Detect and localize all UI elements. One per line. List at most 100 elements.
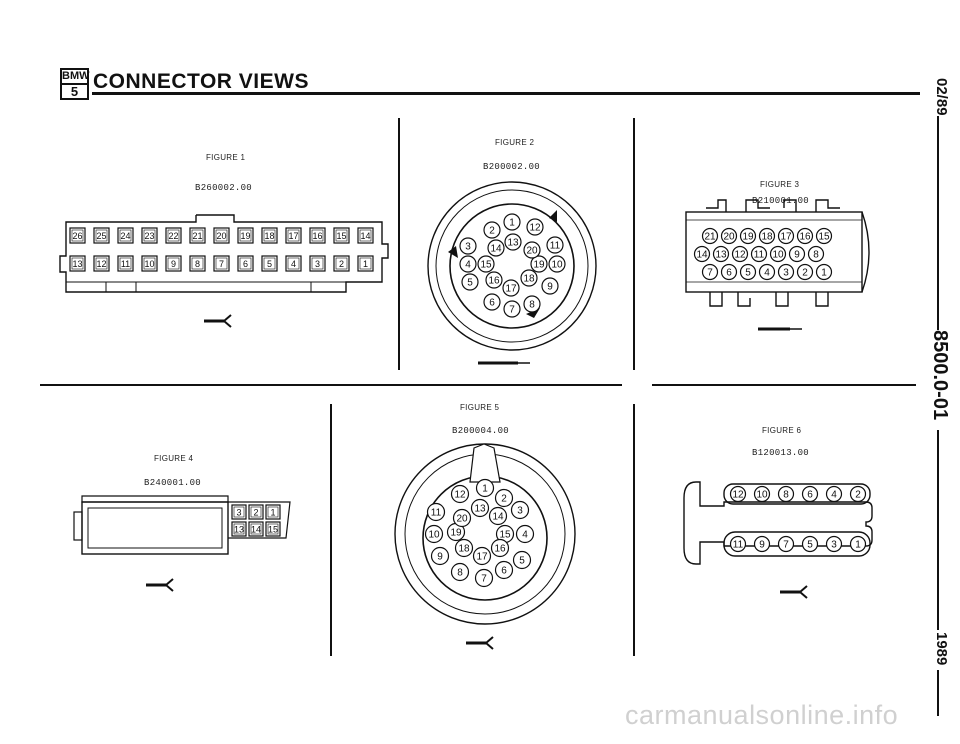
figure-1-pin-17: 17 (285, 227, 302, 244)
figure-5-pin-6-label: 6 (501, 566, 507, 577)
figure-5-pin-12: 12 (450, 484, 470, 504)
figure-4-label: FIGURE 4 (154, 454, 194, 463)
figure-2-pin-11: 11 (546, 236, 564, 254)
figure-6-pin-6-label: 6 (807, 490, 813, 501)
figure-1-pin-9: 9 (165, 255, 182, 272)
figure-5-pin-7: 7 (474, 568, 494, 588)
figure-3-pin-16-label: 16 (799, 232, 811, 243)
divider-v3 (330, 404, 332, 656)
figure-1-pin-16-label: 16 (312, 231, 322, 241)
figure-1-pin-23-label: 23 (144, 231, 154, 241)
figure-6-orientation-mark (780, 585, 808, 599)
figure-4-orientation-mark (146, 578, 174, 592)
divider-v4 (633, 404, 635, 656)
figure-5-pin-5-label: 5 (519, 556, 525, 567)
figure-1-pin-23: 23 (141, 227, 158, 244)
figure-3-pin-2: 2 (796, 263, 814, 281)
figure-3-pin-7-label: 7 (707, 268, 713, 279)
figure-1-pin-17-label: 17 (288, 231, 298, 241)
figure-3-pin-17: 17 (777, 227, 795, 245)
figure-3-pin-3: 3 (777, 263, 795, 281)
figure-1-pin-21: 21 (189, 227, 206, 244)
figure-6-pin-7-label: 7 (783, 540, 789, 551)
figure-2-code: B200002.00 (483, 162, 541, 172)
figure-3-pin-12: 12 (731, 245, 749, 263)
figure-6-pin-9: 9 (753, 535, 771, 553)
figure-2-pin-1-label: 1 (509, 218, 515, 229)
figure-1-pin-19: 19 (237, 227, 254, 244)
figure-4-pin-15-label: 15 (268, 525, 278, 535)
bmw-logo-icon (60, 68, 89, 100)
figure-1-pin-2-label: 2 (339, 259, 344, 269)
figure-1-pin-15: 15 (333, 227, 350, 244)
figure-3-pin-21-label: 21 (704, 232, 716, 243)
figure-5-pin-2: 2 (494, 488, 514, 508)
figure-1-pin-12-label: 12 (96, 259, 106, 269)
figure-2-pin-16: 16 (485, 271, 503, 289)
figure-1-pin-15-label: 15 (336, 231, 346, 241)
figure-3-pin-7: 7 (701, 263, 719, 281)
figure-3-pin-8: 8 (807, 245, 825, 263)
figure-4-pin-13: 13 (231, 521, 247, 537)
figure-6-code: B120013.00 (752, 448, 810, 458)
side-section: 8500.0-01 (929, 330, 951, 421)
divider-h2 (652, 384, 916, 386)
figure-5-pin-14-label: 14 (492, 512, 504, 523)
figure-3-orientation-mark (758, 327, 802, 331)
figure-1-pin-22-label: 22 (168, 231, 178, 241)
figure-3-pin-21: 21 (701, 227, 719, 245)
figure-2-pin-19: 19 (530, 255, 548, 273)
figure-1-pin-5: 5 (261, 255, 278, 272)
figure-3-pin-14: 14 (693, 245, 711, 263)
figure-1-pin-8-label: 8 (195, 259, 200, 269)
figure-2-pin-3-label: 3 (465, 242, 471, 253)
figure-2-pin-15-label: 15 (480, 260, 492, 271)
figure-1-label: FIGURE 1 (206, 153, 246, 162)
figure-1-pin-12: 12 (93, 255, 110, 272)
bmw-logo (60, 68, 89, 100)
figure-1-pin-11: 11 (117, 255, 134, 272)
figure-2-pin-12-label: 12 (529, 223, 541, 234)
figure-1-pin-9-label: 9 (171, 259, 176, 269)
figure-2-pin-2-label: 2 (489, 226, 495, 237)
figure-2-pin-8-label: 8 (529, 300, 535, 311)
figure-6-pin-2-label: 2 (855, 490, 861, 501)
figure-2-pin-9: 9 (541, 277, 559, 295)
figure-3-pin-20-label: 20 (723, 232, 735, 243)
figure-2-pin-6-label: 6 (489, 298, 495, 309)
figure-3-pin-11: 11 (750, 245, 768, 263)
figure-1-pin-2: 2 (333, 255, 350, 272)
figure-1-pin-1: 1 (357, 255, 374, 272)
figure-2-pin-18: 18 (520, 269, 538, 287)
divider-v1 (398, 118, 400, 370)
figure-6-pin-11-label: 11 (733, 540, 744, 551)
figure-4-pin-1: 1 (265, 504, 281, 520)
figure-3-pin-9: 9 (788, 245, 806, 263)
figure-2-pin-13-label: 13 (507, 238, 519, 249)
side-rule-cover-1 (930, 76, 950, 116)
figure-3-pin-10-label: 10 (772, 250, 784, 261)
figure-5-pin-3-label: 3 (517, 506, 523, 517)
figure-2-pin-15: 15 (477, 255, 495, 273)
figure-4-pin-15: 15 (265, 521, 281, 537)
figure-5-pin-16: 16 (490, 538, 510, 558)
figure-3-pin-4: 4 (758, 263, 776, 281)
figure-2-pin-20: 20 (523, 241, 541, 259)
figure-1-pin-1-label: 1 (363, 259, 368, 269)
figure-5-pin-5: 5 (512, 550, 532, 570)
figure-3-pin-15: 15 (815, 227, 833, 245)
figure-5-code: B200004.00 (452, 426, 510, 436)
figure-3-pin-18-label: 18 (761, 232, 773, 243)
figure-1-pin-6: 6 (237, 255, 254, 272)
figure-1-pin-14-label: 14 (360, 231, 370, 241)
figure-4-pin-2: 2 (248, 504, 264, 520)
figure-3-pin-4-label: 4 (764, 268, 770, 279)
figure-2-pin-7: 7 (503, 300, 521, 318)
figure-5-pin-11-label: 11 (431, 508, 442, 519)
figure-6-pin-5-label: 5 (807, 540, 813, 551)
figure-5-pin-10-label: 10 (428, 530, 440, 541)
figure-5-pin-4: 4 (515, 524, 535, 544)
figure-5-pin-13: 13 (470, 498, 490, 518)
